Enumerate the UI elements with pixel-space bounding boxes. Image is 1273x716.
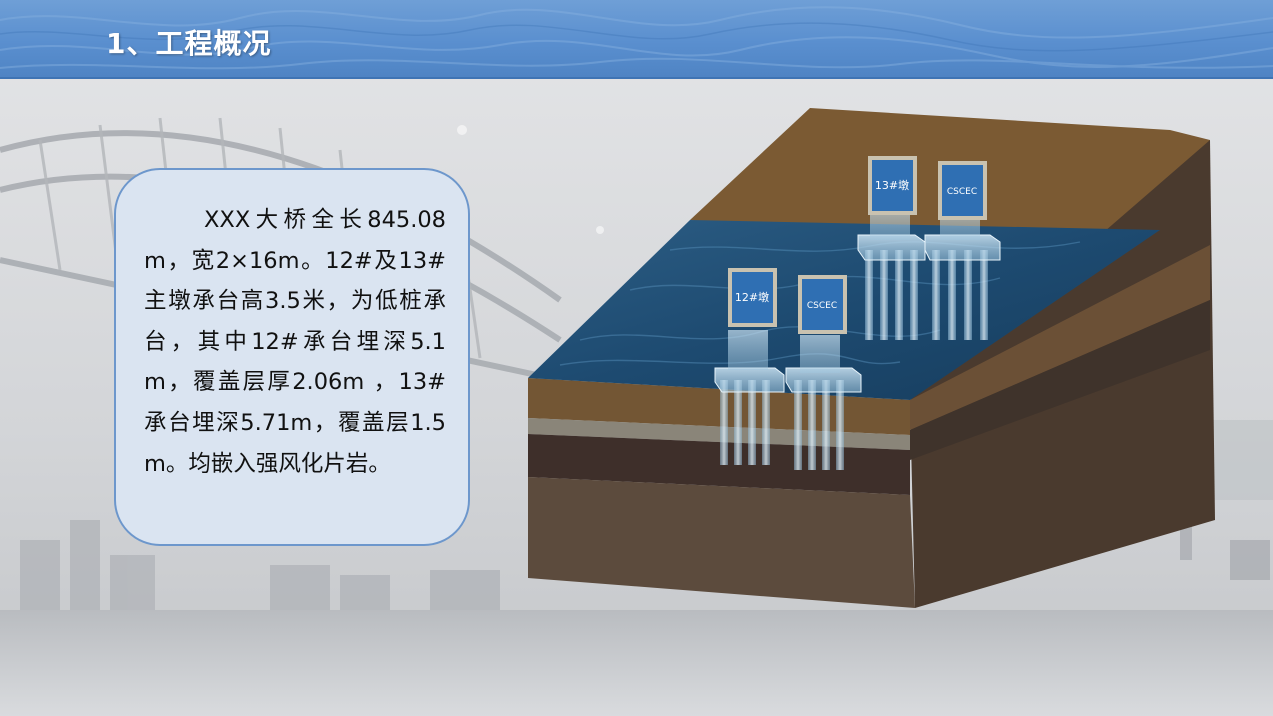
pier-group-front: 12#墩 CSCEC [714,268,862,470]
description-text: XXX大桥全长845.08m，宽2×16m。12#及13#主墩承台高3.5米，为… [144,200,446,484]
pier-foundation-3d-model: 13#墩 CSCEC 12#墩 CSCEC [528,108,1215,608]
header-bar: 1、工程概况 [0,0,1273,79]
description-box: XXX大桥全长845.08m，宽2×16m。12#及13#主墩承台高3.5米，为… [114,168,470,546]
pier-label-13: 13#墩 [875,178,909,192]
layer-rock [528,477,915,608]
pier-label-12: 12#墩 [735,290,769,304]
cscec-logo-front: CSCEC [807,301,837,311]
pier-group-back: 13#墩 CSCEC [857,156,1001,340]
description-content: XXX大桥全长845.08m，宽2×16m。12#及13#主墩承台高3.5米，为… [144,207,446,477]
cscec-logo-back: CSCEC [947,187,977,197]
page-title: 1、工程概况 [106,27,272,60]
header-texture [0,6,1273,70]
